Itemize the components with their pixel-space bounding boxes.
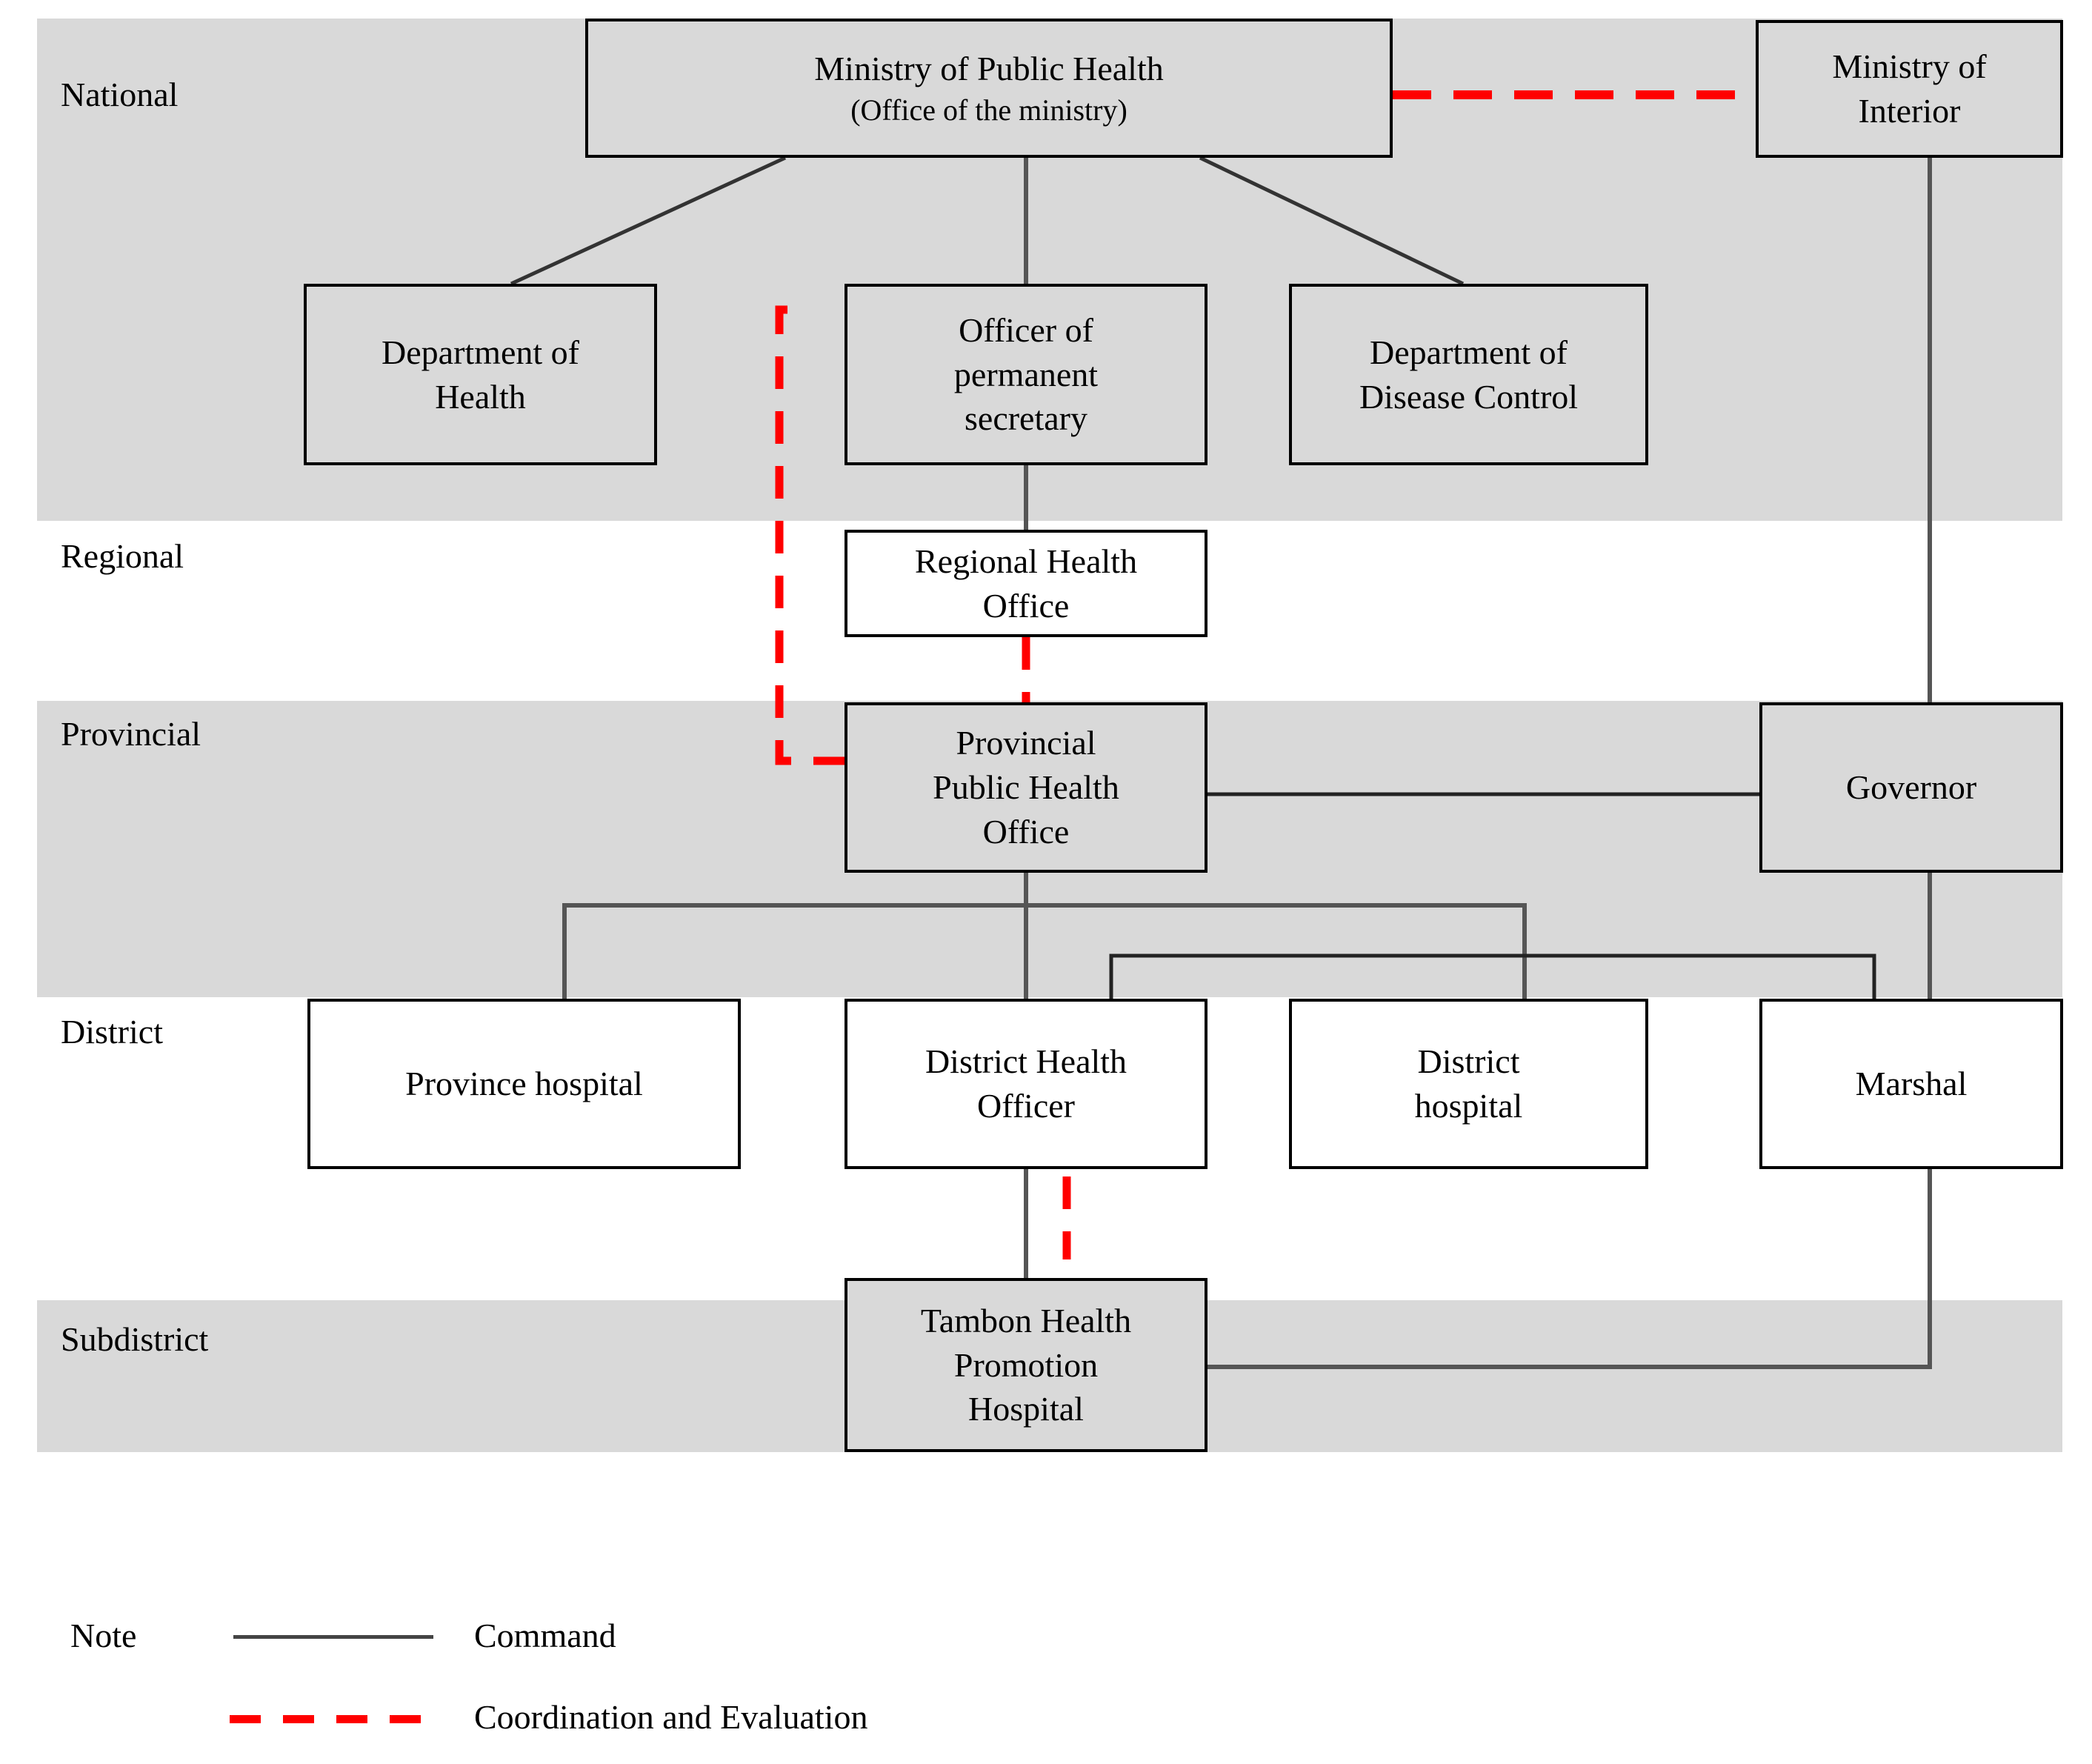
level-label-district: District (61, 1013, 163, 1051)
node-department-disease-control-line2: Disease Control (1359, 377, 1579, 416)
node-ministry-interior-line2: Interior (1858, 92, 1961, 130)
node-regional-health-office[interactable]: Regional Health Office (845, 530, 1207, 637)
node-provincial-public-health-office[interactable]: Provincial Public Health Office (845, 702, 1207, 873)
node-officer-permanent-secretary-line2: permanent (953, 355, 1099, 393)
legend-coordination-swatch (230, 1715, 433, 1723)
node-department-health-line2: Health (435, 377, 526, 416)
node-marshal[interactable]: Marshal (1759, 999, 2063, 1169)
level-label-national: National (61, 76, 179, 113)
node-district-health-officer-line2: Officer (977, 1087, 1075, 1125)
node-provincial-public-health-office-line2: Public Health (933, 768, 1119, 807)
node-ministry-interior[interactable]: Ministry of Interior (1756, 20, 2063, 158)
level-label-provincial: Provincial (61, 715, 201, 753)
legend-note-label: Note (70, 1617, 137, 1654)
level-label-regional: Regional (61, 537, 184, 575)
legend-command-swatch (233, 1635, 433, 1639)
level-label-subdistrict: Subdistrict (61, 1320, 209, 1358)
node-marshal-line1: Marshal (1855, 1065, 1968, 1103)
node-officer-permanent-secretary-line3: secretary (965, 399, 1087, 438)
node-department-health-line1: Department of (382, 333, 579, 371)
node-officer-permanent-secretary-line1: Officer of (959, 310, 1093, 349)
node-governor[interactable]: Governor (1759, 702, 2063, 873)
node-provincial-public-health-office-line3: Office (982, 812, 1070, 851)
node-tambon-health-promotion-hospital-line3: Hospital (968, 1390, 1084, 1428)
node-department-health[interactable]: Department of Health (304, 284, 657, 465)
node-province-hospital[interactable]: Province hospital (307, 999, 741, 1169)
node-tambon-health-promotion-hospital[interactable]: Tambon Health Promotion Hospital (845, 1278, 1207, 1452)
node-governor-line1: Governor (1845, 768, 1977, 807)
node-district-health-officer-line1: District Health (925, 1042, 1127, 1081)
node-province-hospital-line1: Province hospital (405, 1065, 643, 1103)
node-regional-health-office-line1: Regional Health (914, 542, 1138, 580)
node-tambon-health-promotion-hospital-line1: Tambon Health (920, 1301, 1132, 1339)
legend-command-label: Command (474, 1617, 616, 1654)
node-district-hospital-line1: District (1417, 1042, 1520, 1081)
node-department-disease-control[interactable]: Department of Disease Control (1289, 284, 1648, 465)
node-department-disease-control-line1: Department of (1370, 333, 1568, 371)
node-district-hospital-line2: hospital (1414, 1087, 1523, 1125)
node-ministry-public-health-line1: Ministry of Public Health (814, 50, 1164, 88)
node-ministry-public-health-line2: (Office of the ministry) (850, 93, 1127, 127)
node-ministry-interior-line1: Ministry of (1832, 47, 1987, 86)
node-regional-health-office-line2: Office (982, 586, 1070, 625)
node-officer-permanent-secretary[interactable]: Officer of permanent secretary (845, 284, 1207, 465)
node-provincial-public-health-office-line1: Provincial (956, 724, 1096, 762)
node-district-hospital[interactable]: District hospital (1289, 999, 1648, 1169)
node-ministry-public-health[interactable]: Ministry of Public Health (Office of the… (585, 19, 1393, 158)
node-district-health-officer[interactable]: District Health Officer (845, 999, 1207, 1169)
node-tambon-health-promotion-hospital-line2: Promotion (953, 1345, 1099, 1384)
legend-coordination-label: Coordination and Evaluation (474, 1698, 868, 1736)
